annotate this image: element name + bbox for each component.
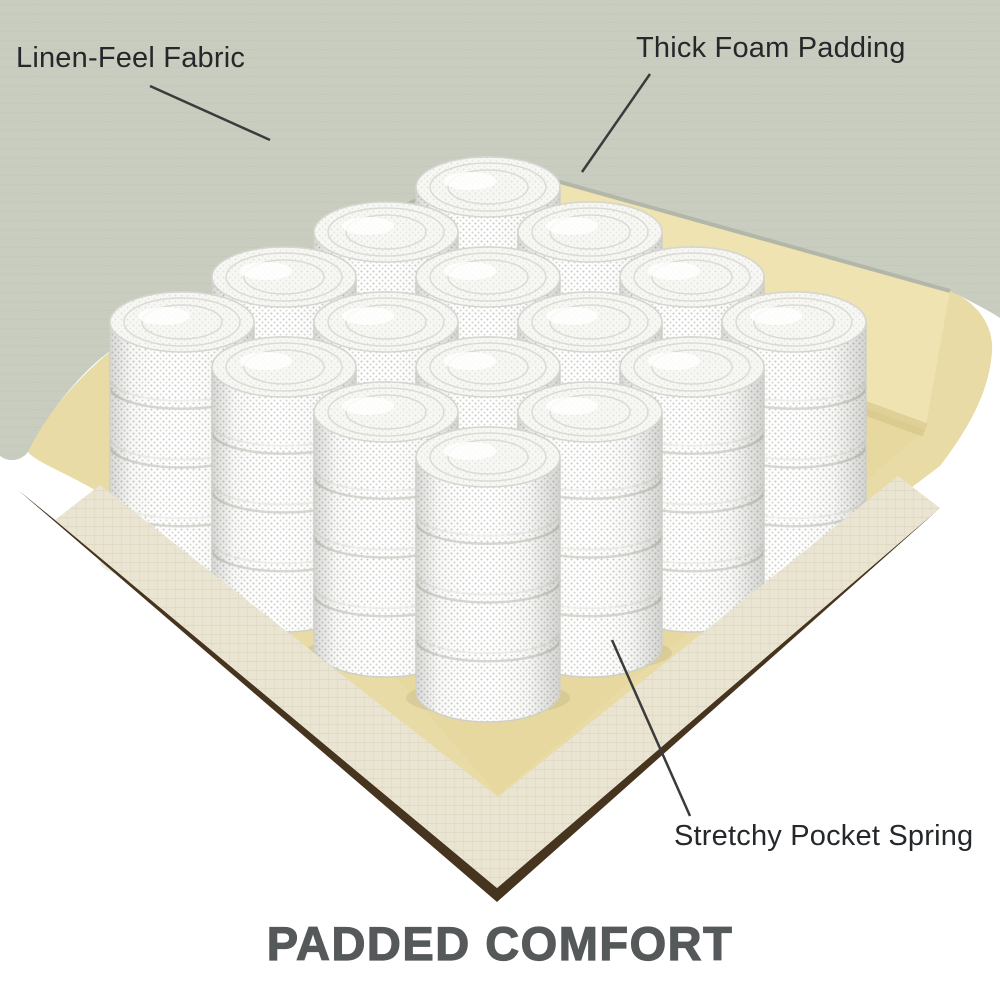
leader-line-fabric	[149, 84, 271, 142]
label-pocket-spring: Stretchy Pocket Spring	[674, 820, 974, 852]
page-title: PADDED COMFORT	[266, 916, 734, 970]
linen-texture-overlay	[0, 0, 1000, 461]
base-fabric-weave-overlay	[55, 476, 940, 888]
leader-line-spring	[610, 639, 692, 817]
pocket-spring	[406, 426, 570, 723]
label-linen-fabric: Linen-Feel Fabric	[16, 42, 246, 74]
leader-line-foam	[580, 73, 652, 173]
foam-cut-wall	[118, 163, 950, 455]
pocket-springs-group	[100, 156, 876, 723]
label-foam-padding: Thick Foam Padding	[636, 32, 906, 64]
